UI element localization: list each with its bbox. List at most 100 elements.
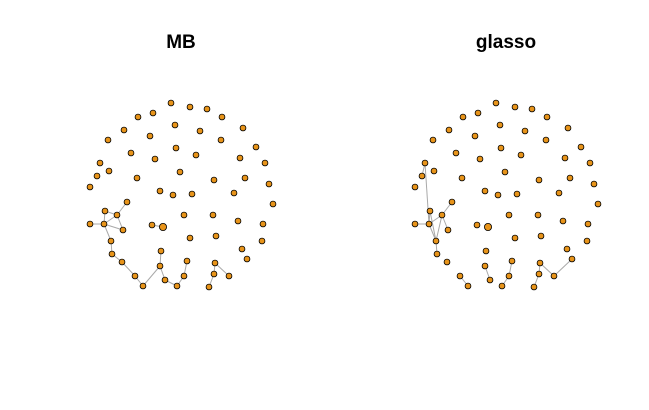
network-node (157, 247, 165, 255)
network-node (418, 172, 426, 180)
network-node (517, 151, 525, 159)
network-node (550, 272, 558, 280)
network-node (430, 167, 438, 175)
network-node (96, 159, 104, 167)
network-node (156, 187, 164, 195)
network-node (173, 282, 181, 290)
network-node (561, 154, 569, 162)
network-node (584, 220, 592, 228)
network-node (471, 132, 479, 140)
network-node (239, 124, 247, 132)
network-node (476, 155, 484, 163)
network-node (577, 143, 585, 151)
network-node (425, 220, 433, 228)
network-node (505, 272, 513, 280)
network-node (452, 149, 460, 157)
network-edge (553, 258, 573, 277)
network-node (496, 121, 504, 129)
network-node (483, 222, 492, 231)
network-node (186, 103, 194, 111)
panel-title-mb: MB (166, 32, 196, 53)
network-node (100, 220, 108, 228)
network-node (448, 198, 456, 206)
network-node (86, 220, 94, 228)
network-node (259, 220, 267, 228)
network-node (176, 168, 184, 176)
network-node (535, 176, 543, 184)
network-node (456, 272, 464, 280)
network-node (149, 109, 157, 117)
panel-title-glasso: glasso (476, 32, 536, 53)
network-node (542, 136, 550, 144)
network-node (486, 276, 494, 284)
network-node (93, 172, 101, 180)
network-node (590, 180, 598, 188)
network-node (196, 127, 204, 135)
network-node (421, 159, 429, 167)
network-node (205, 283, 213, 291)
network-node (586, 159, 594, 167)
network-node (209, 211, 217, 219)
network-node (169, 191, 177, 199)
network-node (151, 155, 159, 163)
network-node (217, 136, 225, 144)
network-node (505, 211, 513, 219)
network-node (473, 221, 481, 229)
network-node (481, 187, 489, 195)
network-node (433, 250, 441, 258)
network-node (528, 105, 536, 113)
network-node (119, 226, 127, 234)
edge-group-glasso (415, 162, 573, 288)
panel-glasso: glasso (411, 32, 602, 291)
network-node (498, 282, 506, 290)
network-node (534, 211, 542, 219)
network-node (133, 174, 141, 182)
network-node (108, 250, 116, 258)
network-node (211, 259, 219, 267)
network-node (161, 276, 169, 284)
network-node (113, 211, 121, 219)
network-node (501, 168, 509, 176)
network-node (594, 200, 602, 208)
network-node (225, 272, 233, 280)
network-node (444, 226, 452, 234)
network-node (183, 257, 191, 265)
network-node (530, 283, 538, 291)
network-node (458, 174, 466, 182)
network-node (443, 258, 451, 266)
network-node (543, 113, 551, 121)
network-node (426, 207, 434, 215)
network-node (261, 159, 269, 167)
network-node (212, 232, 220, 240)
network-node (139, 282, 147, 290)
network-node (513, 190, 521, 198)
network-edge (424, 162, 430, 225)
network-node (411, 183, 419, 191)
network-node (521, 127, 529, 135)
network-node (482, 247, 490, 255)
network-node (86, 183, 94, 191)
network-node (156, 262, 164, 270)
network-node (238, 245, 246, 253)
network-node (241, 174, 249, 182)
network-node (172, 144, 180, 152)
network-node (564, 124, 572, 132)
network-node (148, 221, 156, 229)
network-node (508, 257, 516, 265)
network-node (192, 151, 200, 159)
network-edge (429, 210, 437, 242)
network-node (210, 176, 218, 184)
network-node (234, 217, 242, 225)
network-node (555, 189, 563, 197)
network-node (494, 191, 502, 199)
network-node (411, 220, 419, 228)
network-node (559, 217, 567, 225)
network-edge (142, 265, 161, 287)
network-node (445, 126, 453, 134)
node-group-glasso (411, 99, 602, 291)
network-node (180, 272, 188, 280)
network-node (101, 207, 109, 215)
network-node (127, 149, 135, 157)
network-node (167, 99, 175, 107)
